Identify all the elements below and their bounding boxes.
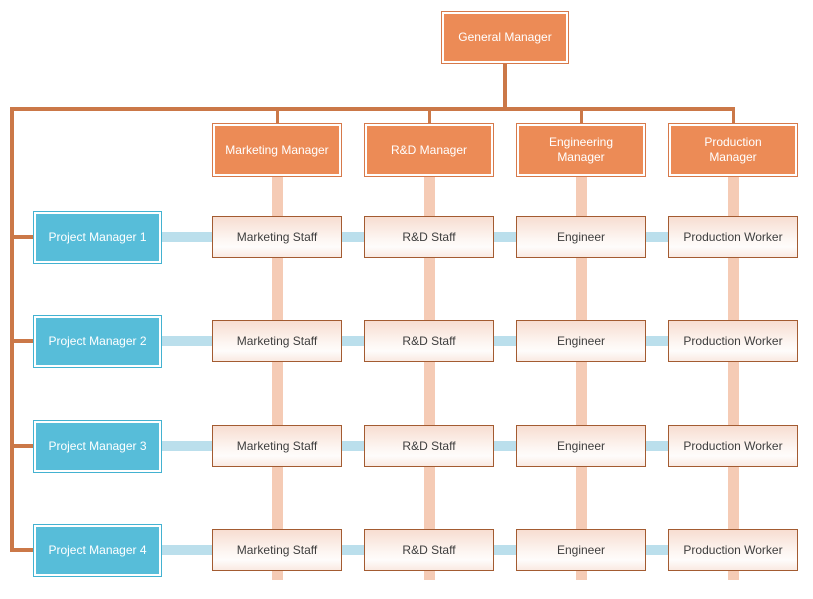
staff-node[interactable]: Marketing Staff — [212, 425, 342, 467]
staff-node[interactable]: Production Worker — [668, 425, 798, 467]
staff-node[interactable]: Engineer — [516, 320, 646, 362]
connector-manager-stub — [428, 110, 431, 123]
staff-node[interactable]: Production Worker — [668, 320, 798, 362]
node-label: Marketing Staff — [236, 333, 318, 348]
staff-node[interactable]: Engineer — [516, 216, 646, 258]
node-label: R&D Staff — [402, 542, 456, 557]
node-label: Project Manager 4 — [48, 543, 147, 557]
node-label: Production Worker — [683, 229, 783, 244]
node-label: Project Manager 3 — [48, 439, 147, 453]
connector-gm-stub — [503, 64, 507, 107]
connector-pm-stub — [10, 548, 33, 552]
node-label: R&D Manager — [390, 142, 468, 157]
column-line — [424, 177, 435, 580]
connector-manager-stub — [580, 110, 583, 123]
staff-node[interactable]: Engineer — [516, 529, 646, 571]
project-manager-node-2[interactable]: Project Manager 2 — [33, 315, 162, 368]
node-label: Marketing Staff — [236, 542, 318, 557]
staff-node[interactable]: R&D Staff — [364, 320, 494, 362]
node-label: R&D Staff — [402, 333, 456, 348]
staff-node[interactable]: Marketing Staff — [212, 529, 342, 571]
staff-node[interactable]: Production Worker — [668, 529, 798, 571]
project-manager-node-4[interactable]: Project Manager 4 — [33, 524, 162, 577]
staff-node[interactable]: Engineer — [516, 425, 646, 467]
staff-node[interactable]: Marketing Staff — [212, 216, 342, 258]
node-label: Engineer — [556, 542, 606, 557]
connector-manager-stub — [276, 110, 279, 123]
node-label: Production Worker — [683, 438, 783, 453]
node-label: Project Manager 2 — [48, 334, 147, 348]
node-label: R&D Staff — [402, 438, 456, 453]
column-line — [576, 177, 587, 580]
node-label: Production Worker — [683, 333, 783, 348]
connector-left-bracket — [10, 107, 14, 552]
project-manager-node-1[interactable]: Project Manager 1 — [33, 211, 162, 264]
node-label: General Manager — [458, 30, 552, 44]
staff-node[interactable]: R&D Staff — [364, 529, 494, 571]
node-label: Engineer — [556, 438, 606, 453]
column-line — [272, 177, 283, 580]
manager-node-rd[interactable]: R&D Manager — [364, 123, 494, 177]
manager-node-production[interactable]: Production Manager — [668, 123, 798, 177]
staff-node[interactable]: R&D Staff — [364, 216, 494, 258]
node-label: R&D Staff — [402, 229, 456, 244]
manager-node-marketing[interactable]: Marketing Manager — [212, 123, 342, 177]
node-label: Production Manager — [704, 135, 762, 164]
connector-top-line — [10, 107, 735, 111]
connector-pm-stub — [10, 444, 33, 448]
column-line — [728, 177, 739, 580]
connector-pm-stub — [10, 339, 33, 343]
connector-pm-stub — [10, 235, 33, 239]
manager-node-engineering[interactable]: Engineering Manager — [516, 123, 646, 177]
project-manager-node-3[interactable]: Project Manager 3 — [33, 420, 162, 473]
node-label: Marketing Staff — [236, 229, 318, 244]
node-label: Marketing Staff — [236, 438, 318, 453]
node-label: Engineering Manager — [548, 135, 614, 164]
node-label: Engineer — [556, 229, 606, 244]
staff-node[interactable]: Production Worker — [668, 216, 798, 258]
node-label: Production Worker — [683, 542, 783, 557]
node-label: Marketing Manager — [225, 142, 329, 157]
staff-node[interactable]: R&D Staff — [364, 425, 494, 467]
node-label: Engineer — [556, 333, 606, 348]
staff-node[interactable]: Marketing Staff — [212, 320, 342, 362]
general-manager-node[interactable]: General Manager — [441, 11, 569, 64]
connector-manager-stub — [732, 110, 735, 123]
node-label: Project Manager 1 — [48, 230, 147, 244]
